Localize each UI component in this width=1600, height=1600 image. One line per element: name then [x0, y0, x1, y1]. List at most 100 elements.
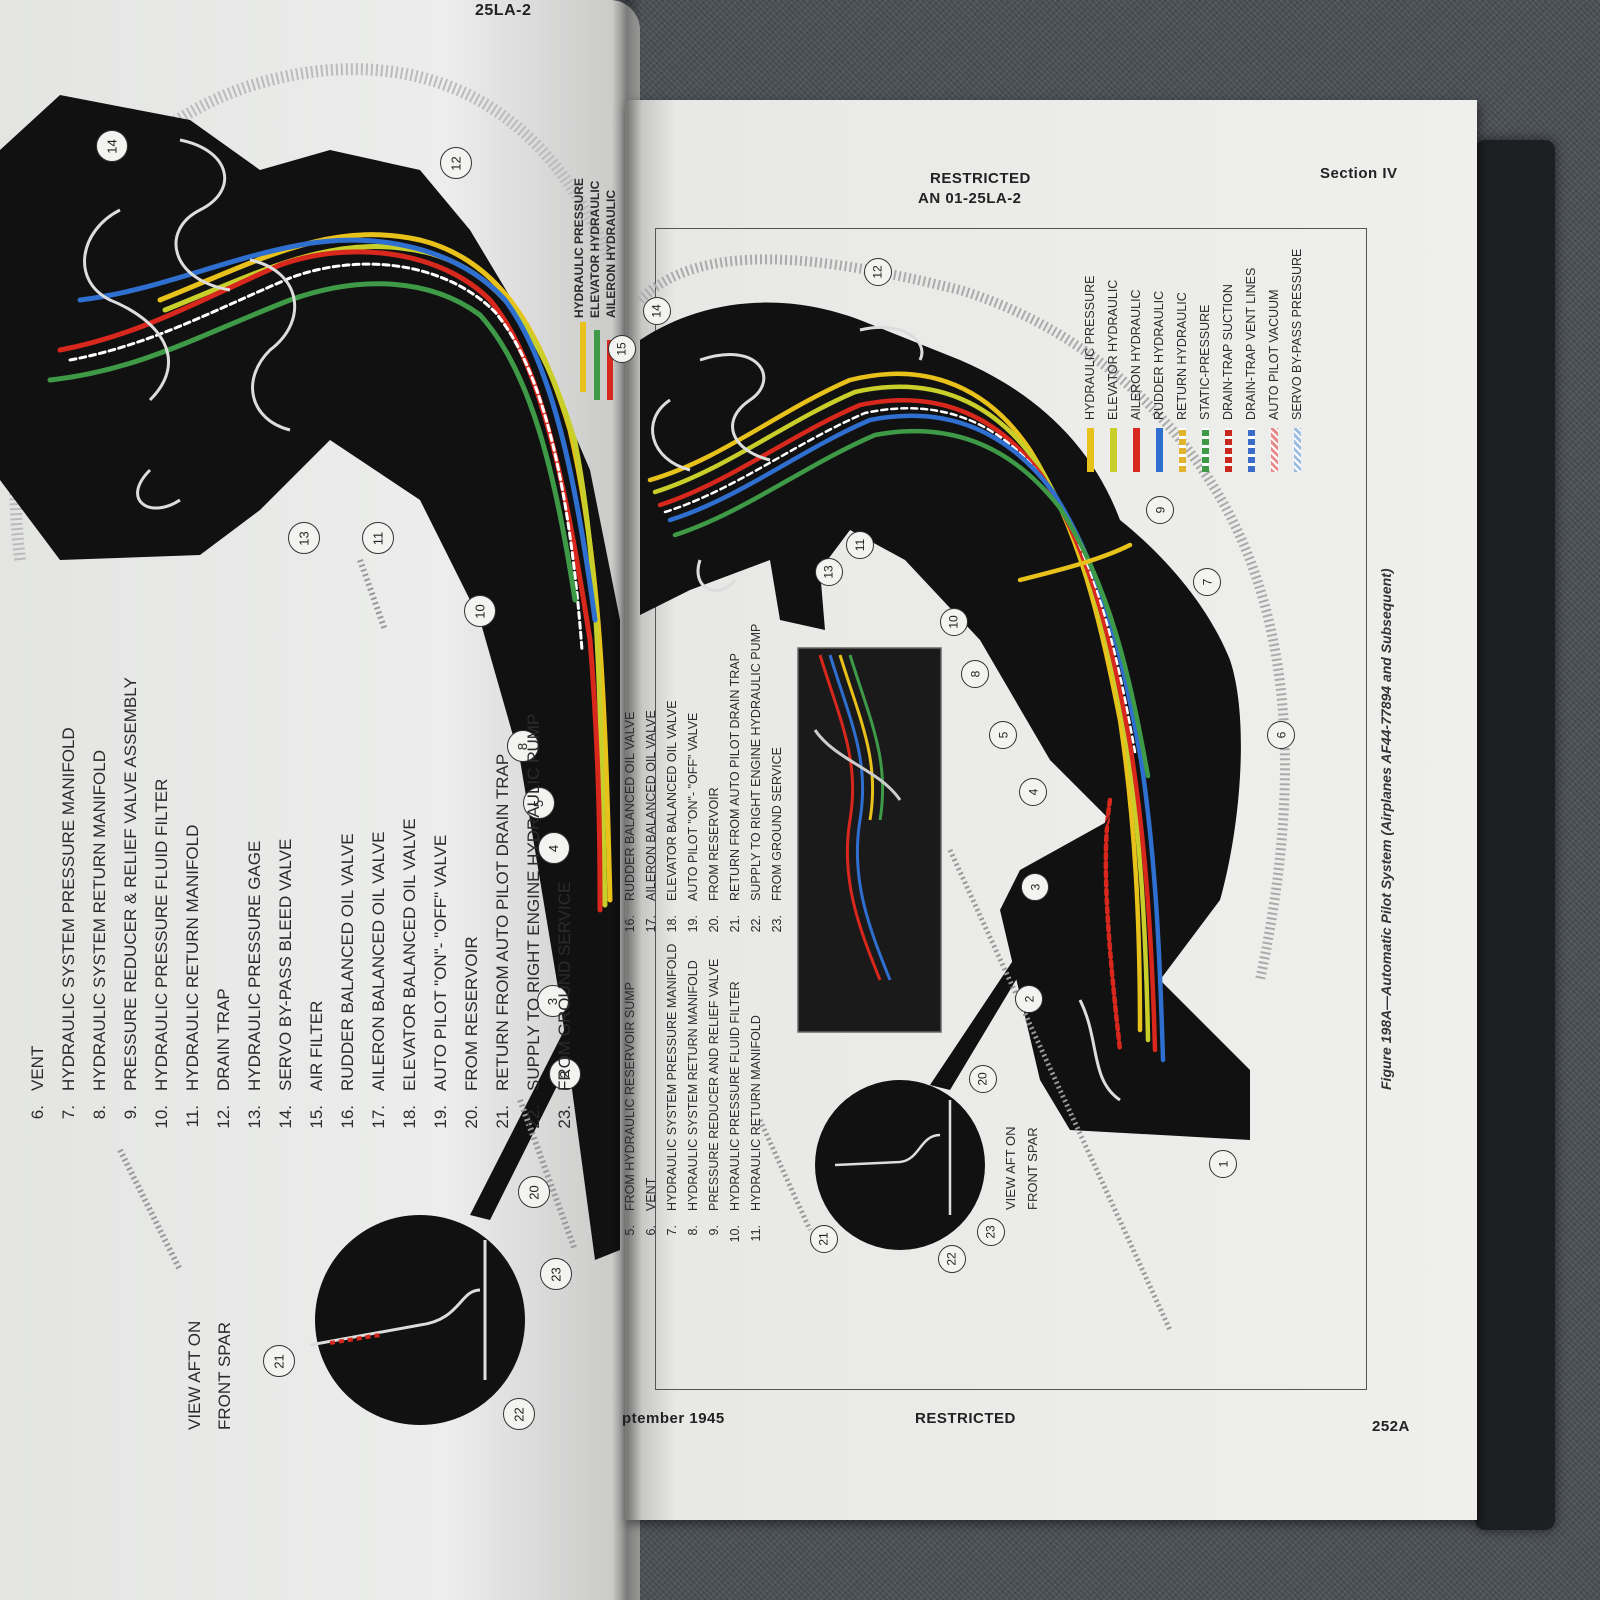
footer-page-number: 252A	[1372, 1418, 1410, 1435]
left-header-fragment: 25LA-2	[475, 2, 532, 19]
legend-swatch	[1110, 428, 1117, 472]
left-page: 25LA-2	[0, 0, 640, 1600]
legend-label: DRAIN-TRAP SUCTION	[1221, 284, 1235, 420]
right-key-list-1: 5.FROM HYDRAULIC RESERVOIR SUMP 6.VENT 7…	[620, 944, 767, 1255]
right-callout-2: 2	[1015, 985, 1043, 1013]
legend-label: SERVO BY-PASS PRESSURE	[1290, 248, 1304, 420]
right-callout-21: 21	[810, 1225, 838, 1253]
legend-swatch	[1156, 428, 1163, 472]
right-header-section: Section IV	[1320, 165, 1398, 182]
right-callout-11: 11	[846, 531, 874, 559]
legend-swatch	[1271, 428, 1278, 472]
left-callout-2: 2	[549, 1058, 581, 1090]
right-key-item: 23.FROM GROUND SERVICE	[770, 747, 784, 933]
left-white-pipes	[83, 138, 297, 510]
right-key-item: 5.FROM HYDRAULIC RESERVOIR SUMP	[623, 982, 637, 1236]
right-key-item: 20.FROM RESERVOIR	[707, 787, 721, 933]
left-callout-23: 23	[540, 1258, 572, 1290]
figure-frame	[655, 228, 1367, 1390]
right-header-doc-number: AN 01-25LA-2	[918, 190, 1022, 207]
figure-caption: Figure 198A—Automatic Pilot System (Airp…	[1378, 568, 1394, 1091]
left-callout-22: 22	[503, 1398, 535, 1430]
right-callout-9: 9	[1146, 496, 1174, 524]
right-wing-silhouette	[640, 302, 1250, 1141]
right-key-item: 8.HYDRAULIC SYSTEM RETURN MANIFOLD	[686, 960, 700, 1236]
left-callout-21: 21	[263, 1345, 295, 1377]
left-wing-silhouette	[0, 95, 620, 1260]
right-callout-3: 3	[1021, 873, 1049, 901]
legend-label: RUDDER HYDRAULIC	[1152, 290, 1166, 420]
right-callout-13: 13	[815, 558, 843, 586]
right-key-item: 19.AUTO PILOT "ON"- "OFF" VALVE	[686, 712, 700, 933]
left-legend-swatch-green	[594, 330, 600, 400]
legend-swatch	[1225, 428, 1232, 472]
right-key-item: 6.VENT	[644, 1177, 658, 1236]
legend-swatch	[1087, 428, 1094, 472]
left-diagram	[0, 63, 620, 1425]
right-key-list-2: 16.RUDDER BALANCED OIL VALVE 17.AILERON …	[620, 624, 788, 945]
legend-label: AILERON HYDRAULIC	[1129, 289, 1143, 420]
left-callout-12: 12	[440, 147, 472, 179]
left-callout-20: 20	[518, 1176, 550, 1208]
right-key-item: 22.SUPPLY TO RIGHT ENGINE HYDRAULIC PUMP	[749, 623, 763, 933]
right-callout-8: 8	[961, 660, 989, 688]
right-callout-4: 4	[1019, 778, 1047, 806]
right-callout-7: 7	[1193, 568, 1221, 596]
right-header-restricted: RESTRICTED	[930, 170, 1031, 187]
legend-swatch	[1248, 428, 1255, 472]
footer-date: ptember 1945	[622, 1410, 725, 1427]
right-white-pipes	[651, 325, 1121, 1102]
right-inset-circle	[815, 1080, 985, 1250]
legend-label: RETURN HYDRAULIC	[1175, 292, 1189, 420]
legend-label: DRAIN-TRAP VENT LINES	[1244, 267, 1258, 420]
detail-inset-box	[797, 647, 942, 1033]
left-callout-14: 14	[96, 130, 128, 162]
right-tubes	[647, 371, 1166, 1063]
page-gutter	[612, 0, 642, 1600]
right-callout-5: 5	[989, 721, 1017, 749]
legend-label: STATIC-PRESSURE	[1198, 304, 1212, 420]
left-legend-swatch-yellow	[580, 322, 586, 392]
right-key-item: 9.PRESSURE REDUCER AND RELIEF VALVE	[707, 958, 721, 1236]
legend-swatch	[1133, 428, 1140, 472]
left-inset-pointer	[470, 960, 605, 1220]
right-key-item: 10.HYDRAULIC PRESSURE FLUID FILTER	[728, 981, 742, 1243]
left-callout-10: 10	[464, 595, 496, 627]
footer-restricted: RESTRICTED	[915, 1410, 1016, 1427]
legend-label: HYDRAULIC PRESSURE	[1083, 275, 1097, 420]
right-callout-20: 20	[969, 1065, 997, 1093]
left-inset-circle	[315, 1215, 525, 1425]
binder-cover	[1475, 140, 1555, 1530]
left-legend-swatch-red	[607, 340, 613, 400]
right-key-item: 17.AILERON BALANCED OIL VALVE	[644, 710, 658, 933]
left-callout-5: 5	[523, 787, 555, 819]
right-callout-1: 1	[1209, 1150, 1237, 1178]
right-key-item: 21.RETURN FROM AUTO PILOT DRAIN TRAP	[728, 653, 742, 933]
legend-label: AUTO PILOT VACUUM	[1267, 289, 1281, 420]
right-view-aft-label: VIEW AFT ON FRONT SPAR	[1003, 1126, 1040, 1210]
right-callout-15: 15	[608, 335, 636, 363]
right-callout-22: 22	[938, 1245, 966, 1273]
right-callout-12: 12	[864, 258, 892, 286]
right-key-item: 18.ELEVATOR BALANCED OIL VALVE	[665, 700, 679, 933]
right-hatch-arc	[636, 254, 1290, 982]
left-tubes	[47, 232, 613, 913]
legend-swatch	[1202, 428, 1209, 472]
right-callout-23: 23	[977, 1218, 1005, 1246]
legend-swatch	[1294, 428, 1301, 472]
right-callout-6: 6	[1267, 721, 1295, 749]
right-callout-10: 10	[940, 608, 968, 636]
right-callout-14: 14	[643, 297, 671, 325]
right-key-item: 16.RUDDER BALANCED OIL VALVE	[623, 711, 637, 933]
left-callout-3: 3	[537, 985, 569, 1017]
legend-swatch	[1179, 428, 1186, 472]
right-key-item: 11.HYDRAULIC RETURN MANIFOLD	[749, 1015, 763, 1242]
right-inset-pointer	[930, 815, 1110, 1090]
left-callout-11: 11	[362, 522, 394, 554]
left-callout-13: 13	[288, 522, 320, 554]
left-callout-8: 8	[507, 730, 539, 762]
left-callout-4: 4	[538, 832, 570, 864]
legend-label: ELEVATOR HYDRAULIC	[1106, 279, 1120, 420]
right-key-item: 7.HYDRAULIC SYSTEM PRESSURE MANIFOLD	[665, 943, 679, 1236]
